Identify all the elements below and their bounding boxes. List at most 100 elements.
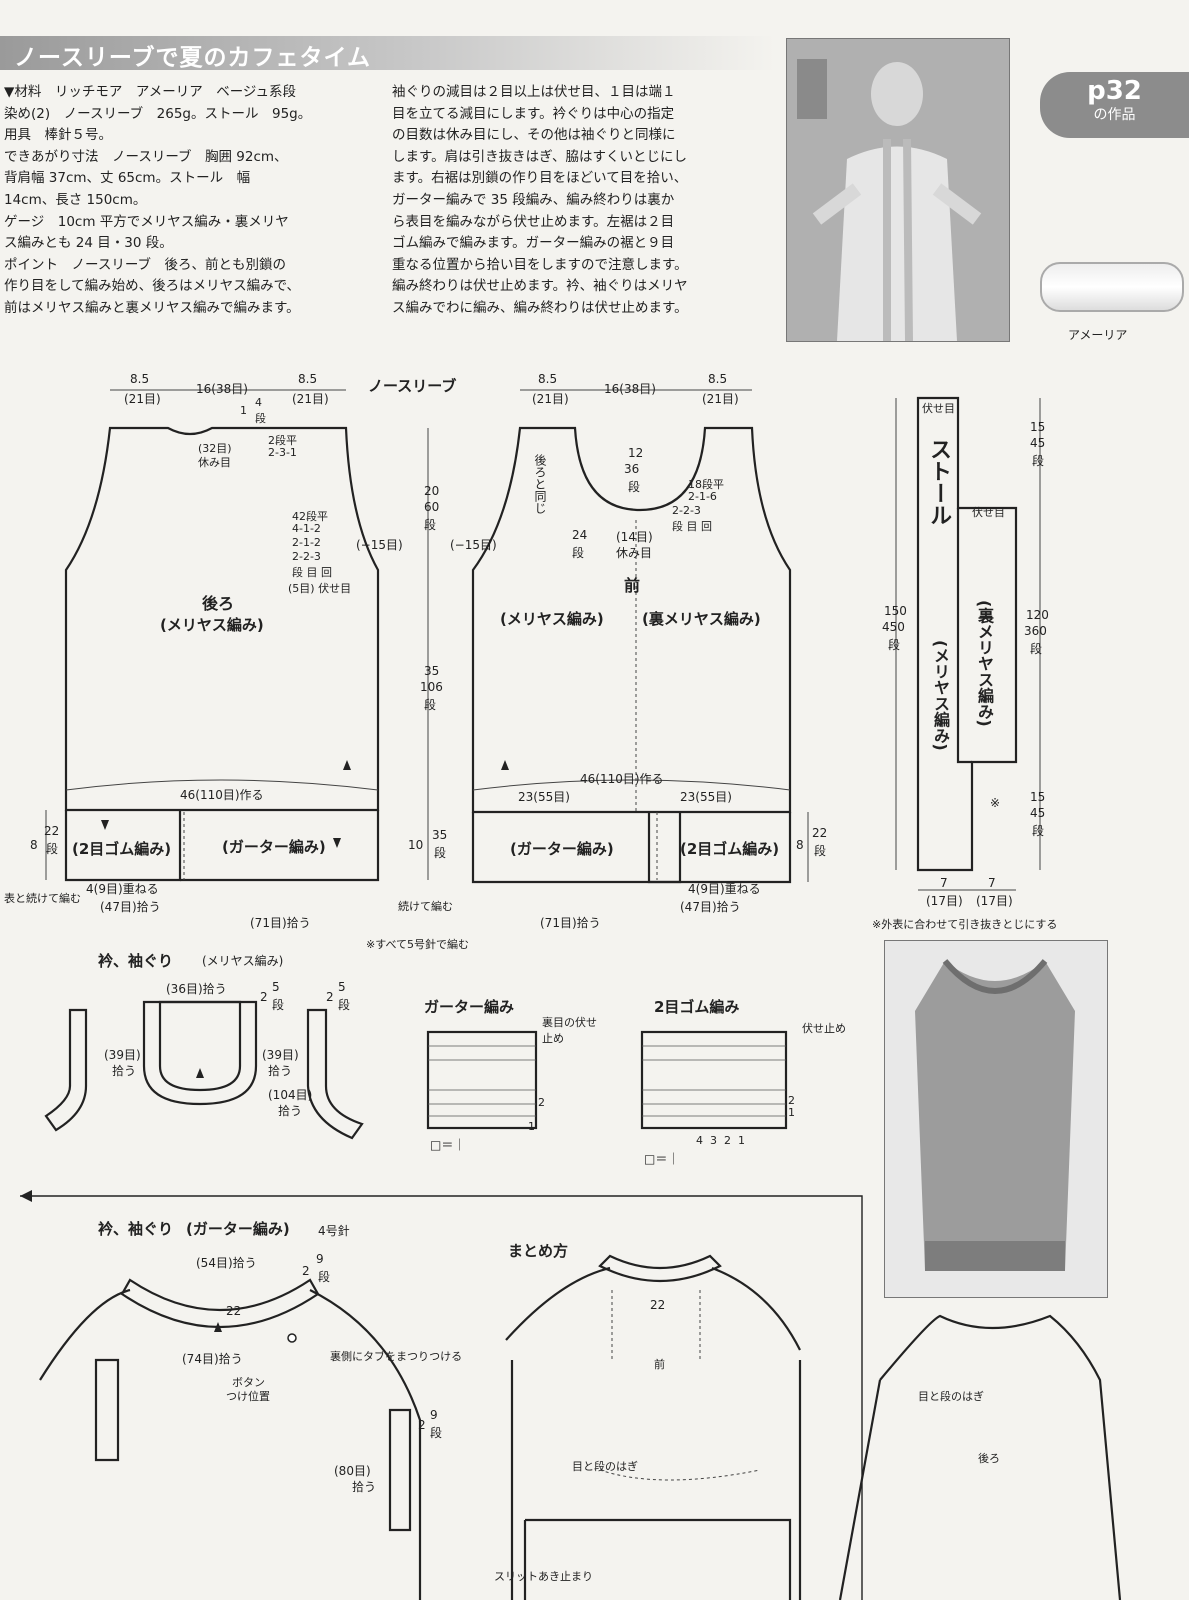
back-note: 4 (255, 396, 262, 409)
collar2-label: 9 (316, 1252, 324, 1266)
diagram-title: ノースリーブ (368, 377, 457, 395)
assembly-label: 後ろ (978, 1452, 1000, 1465)
title-bar (0, 36, 775, 70)
rib-chart-row: 2 (788, 1094, 795, 1107)
needle-note: ※すべて5号針で編む (366, 938, 470, 951)
garter-chart-note: 裏目の伏せ止め (542, 1016, 597, 1045)
front-note: 12 (628, 446, 644, 460)
materials-line: 染め(2) ノースリーブ 265g。ストール 95g。 (4, 105, 312, 122)
back-bottom-label: 表と続けて編む (4, 892, 81, 905)
mid-dim: 段 (424, 518, 437, 532)
collar2-label: 2 (418, 1418, 426, 1432)
stole-dim: 段 (888, 638, 901, 652)
materials-line: ポイント ノースリーブ 後ろ、前とも別鎖の (4, 256, 287, 273)
materials-line: ゲージ 10cm 平方でメリヤス編み・裏メリヤ (4, 213, 289, 230)
dim-label: 8.5 (708, 372, 728, 386)
back-cast-on: 46(110目)作る (180, 788, 264, 802)
collar1-label: 2 (260, 990, 268, 1004)
front-stitch-left: (メリヤス編み) (500, 610, 604, 628)
collar1-label: 段 (338, 998, 351, 1012)
assembly-label: スリットあき止まり (494, 1570, 593, 1583)
stole-dim: 120 (1026, 608, 1049, 622)
stole-dim: 15 (1030, 790, 1046, 804)
stole-dim: (17目) (976, 894, 1013, 908)
back-note: 2段平 (268, 434, 297, 447)
mid-dim: 段 (46, 842, 59, 856)
stole-dim: 45 (1030, 806, 1046, 820)
front-note: 段 (572, 546, 585, 560)
instructions-text: 袖ぐりの減目は２目以上は伏せ目、１目は端１ 目を立てる減目にします。衿ぐりは中心… (392, 82, 772, 320)
back-note: (5目) 伏せ目 (288, 582, 352, 595)
instruction-line: ス編みでわに編み、編み終わりは伏せ止めます。 (392, 299, 688, 316)
front-bottom-label: 段 (814, 844, 827, 858)
stole-dim: ※ (990, 796, 1001, 810)
mid-dim: 20 (424, 484, 440, 498)
back-bottom-label: 4(9目)重ねる (86, 882, 159, 896)
front-note: 段 目 回 (672, 520, 712, 533)
collar1-label: (39目) (104, 1048, 141, 1062)
collar2-label: 拾う (352, 1480, 377, 1494)
collar1-label: (104目) (268, 1088, 313, 1102)
instruction-line: 重なる位置から拾い目をしますので注意します。 (392, 256, 688, 273)
back-note: (−15目) (356, 538, 403, 552)
front-note: 2-1-6 (688, 490, 717, 503)
front-stitch-right: (裏メリヤス編み) (642, 610, 761, 628)
collar2-sub: (ガーター編み) (186, 1220, 290, 1238)
collar2-label: ボタン (232, 1376, 265, 1389)
front-bottom-label: (47目)拾う (680, 900, 741, 914)
collar1-label: (36目)拾う (166, 982, 227, 996)
mid-dim: 35 (432, 828, 448, 842)
materials-line: できあがり寸法 ノースリーブ 胸囲 92cm、 (4, 148, 288, 165)
back-note: 段 (255, 412, 266, 425)
stole-dim: 段 (1030, 642, 1043, 656)
page-number-sub: の作品 (1093, 107, 1136, 123)
mid-dim: 続けて編む (398, 900, 453, 913)
front-note: 36 (624, 462, 640, 476)
garter-chart-row: 1 (528, 1120, 535, 1133)
collar1-label: 5 (272, 980, 280, 994)
stole-dim: 7 (988, 876, 996, 890)
materials-line: 背肩幅 37cm、丈 65cm。ストール 幅 (4, 170, 251, 187)
dim-label: 8.5 (538, 372, 558, 386)
front-piece-label: 前 (624, 576, 641, 595)
collar1-label: (39目) (262, 1048, 299, 1062)
back-note: (32目) (198, 442, 232, 455)
stole-dim: 150 (884, 604, 907, 618)
garter-chart-title: ガーター編み (424, 998, 515, 1016)
stole-title: ストール (926, 438, 951, 526)
dim-label: 16(38目) (604, 382, 656, 396)
assembly-label: 22 (650, 1298, 666, 1312)
assembly-label: 前 (654, 1358, 665, 1371)
back-garter-label: (ガーター編み) (222, 838, 326, 856)
back-note: 2-3-1 (268, 446, 297, 459)
materials-text: ▼材料 リッチモア アメーリア ベージュ系段 染め(2) ノースリーブ 265g… (4, 82, 374, 320)
back-bottom-label: (47目)拾う (100, 900, 161, 914)
stole-dim: 45 (1030, 436, 1046, 450)
stole-label: 伏せ目 (922, 402, 955, 415)
vest-photo-icon (885, 941, 1107, 1297)
stole-note: ※外表に合わせて引き抜きとじにする (872, 918, 1058, 931)
collar2-label: (74目)拾う (182, 1352, 243, 1366)
back-note: 2-2-3 (292, 550, 321, 563)
garter-chart-row: 2 (538, 1096, 545, 1109)
dim-label: (21目) (702, 392, 739, 406)
collar2-title: 衿、袖ぐり (98, 1220, 174, 1238)
yarn-swatch (1040, 262, 1184, 312)
instruction-line: ます。右裾は別鎖の作り目をほどいて目を拾い、 (392, 170, 688, 187)
front-cast-on: 46(110目)作る (580, 772, 664, 786)
collar2-needle: 4号針 (318, 1224, 350, 1238)
materials-line: 作り目をして編み始め、後ろはメリヤス編みで、 (4, 278, 301, 295)
front-bottom-label: 4(9目)重ねる (688, 882, 761, 896)
front-half: 23(55目) (680, 790, 732, 804)
dim-label: (21目) (292, 392, 329, 406)
collar1-label: 拾う (278, 1104, 303, 1118)
back-note: 段 目 回 (292, 566, 332, 579)
instruction-line: ガーター編みで 35 段編み、編み終わりは裏か (392, 191, 675, 208)
yarn-label: アメーリア (1068, 328, 1128, 342)
collar2-label: (80目) (334, 1464, 371, 1478)
back-stitch-label: (メリヤス編み) (160, 616, 264, 634)
instruction-line: 編み終わりは伏せ止めます。衿、袖ぐりはメリヤ (392, 278, 688, 295)
stole-pattern-right: (裏メリヤス編み) (975, 600, 994, 727)
materials-line: ス編みとも 24 目・30 段。 (4, 235, 173, 252)
instruction-line: ゴム編みで編みます。ガーター編みの裾と９目 (392, 235, 675, 252)
